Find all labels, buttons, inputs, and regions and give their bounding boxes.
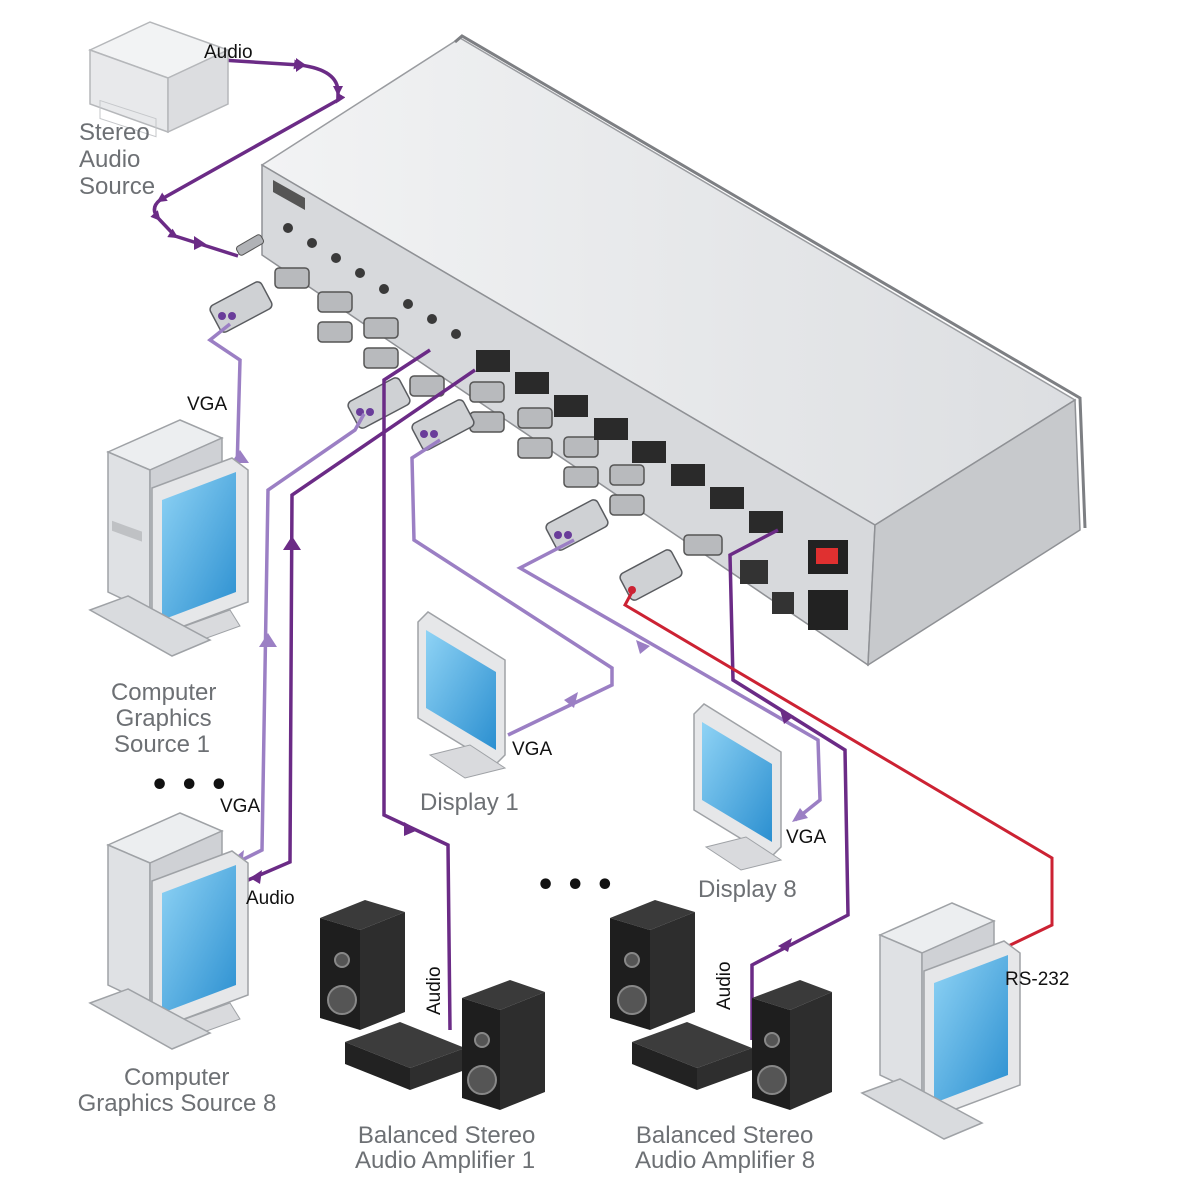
display-8-device [693, 703, 783, 871]
audio-jack-row [283, 223, 461, 339]
label-audio-amp-1: Audio [424, 966, 445, 1015]
label-amp-8: Balanced Stereo Audio Amplifier 8 [635, 1122, 820, 1174]
vga-cable-source-8 [221, 413, 366, 872]
display-1-device [417, 611, 507, 779]
rs232-controller-pc [860, 902, 1021, 1140]
label-display-1: Display 1 [420, 789, 519, 816]
ethernet-port [740, 560, 768, 584]
label-cg-source-1: Computer Graphics Source 1 [111, 679, 223, 758]
audio-cable-amp-1 [382, 348, 452, 1031]
label-amp-1: Balanced Stereo Audio Amplifier 1 [355, 1122, 542, 1174]
stereo-audio-source-device [88, 21, 230, 138]
audio-cable-stereo [150, 56, 346, 258]
power-socket [808, 590, 848, 630]
vga-input-ports [274, 267, 723, 556]
label-stereo-source: Stereo Audio Source [79, 119, 156, 200]
label-vga-display-8: VGA [786, 827, 826, 848]
audio-cable-amp-8 [728, 528, 850, 1040]
label-audio-amp-8: Audio [714, 961, 735, 1010]
label-vga-display-1: VGA [512, 739, 552, 760]
label-rs232: RS-232 [1005, 969, 1069, 990]
audio-plug [235, 234, 265, 256]
terminal-block-outputs [476, 350, 783, 533]
amplifier-1-device [320, 900, 545, 1110]
vga-cable-display-1 [410, 438, 614, 737]
rs232-cable [622, 591, 1054, 952]
vga-cable-display-8 [516, 538, 822, 822]
ellipsis-sources: • • • [150, 768, 228, 803]
label-audio-source-8: Audio [246, 888, 295, 909]
matrix-switcher [260, 34, 1087, 667]
label-vga-source-8: VGA [220, 796, 260, 817]
ellipsis-amps: • • • [536, 868, 614, 903]
label-audio-stereo: Audio [204, 42, 253, 63]
label-display-8: Display 8 [698, 876, 797, 903]
label-vga-source-1: VGA [187, 394, 227, 415]
amplifier-8-device [610, 900, 832, 1110]
computer-graphics-source-8-device [88, 812, 249, 1050]
label-cg-source-8: Computer Graphics Source 8 [78, 1064, 277, 1117]
computer-graphics-source-1-device [88, 419, 249, 657]
